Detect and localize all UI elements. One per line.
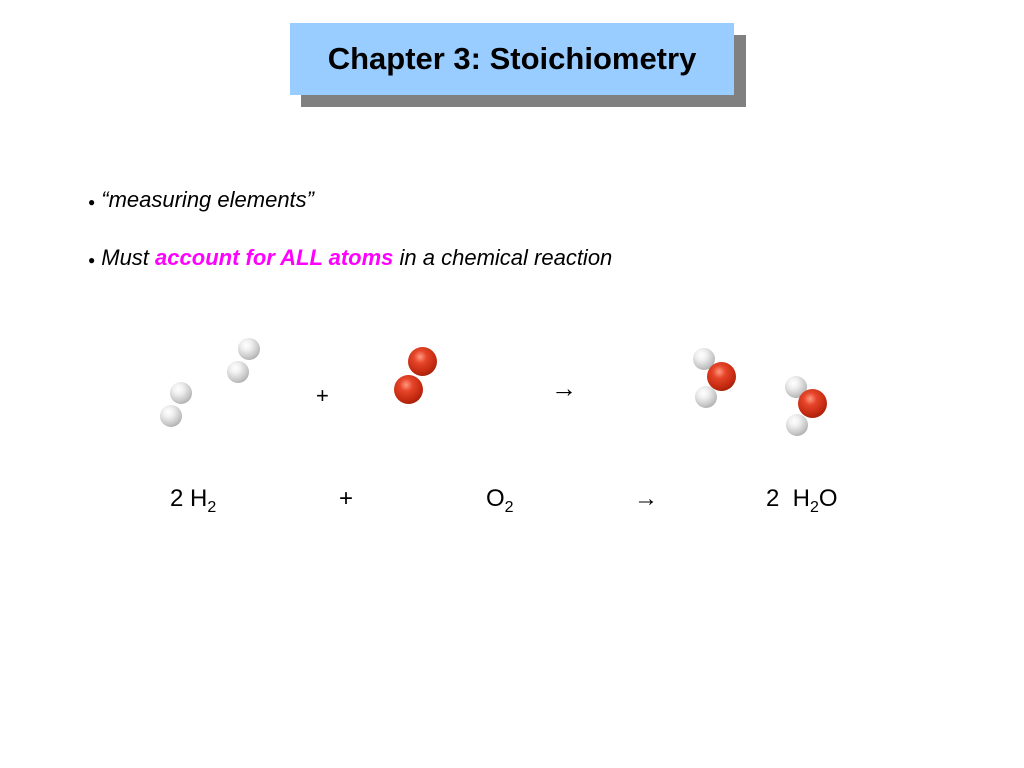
equation-arrow: → [634,485,658,512]
oxygen-atom [408,347,437,376]
equation-reactant-h2: 2 H2 [170,485,217,516]
title-box: Chapter 3: Stoichiometry [290,23,734,95]
diagram-plus: + [316,383,329,408]
hydrogen-atom [238,338,260,360]
hydrogen-atom [786,414,808,436]
bullet-text-suffix: in a chemical reaction [393,245,613,270]
equation-plus: + [339,485,354,512]
hydrogen-atom [693,348,715,370]
bullet-text: “measuring elements” [101,187,314,212]
slide-title: Chapter 3: Stoichiometry [327,41,697,76]
bullet-text-prefix: Must [101,245,156,270]
diagram-arrow: → [551,373,577,403]
bullet-marker: ● [88,195,96,209]
bullet-highlight: account for ALL atoms [155,245,394,270]
hydrogen-atom [160,405,182,427]
bullet-1: ● “measuring elements” [88,187,314,213]
oxygen-atom [798,389,827,418]
bullet-2: ● Must account for ALL atoms in a chemic… [88,245,612,271]
oxygen-atom [707,362,736,391]
equation-product-h2o: 2 H2O [766,485,838,516]
equation-reactant-o2: O2 [486,485,514,516]
bullet-marker: ● [88,253,96,267]
hydrogen-atom [695,386,717,408]
oxygen-atom [394,375,423,404]
hydrogen-atom [227,361,249,383]
hydrogen-atom [170,382,192,404]
